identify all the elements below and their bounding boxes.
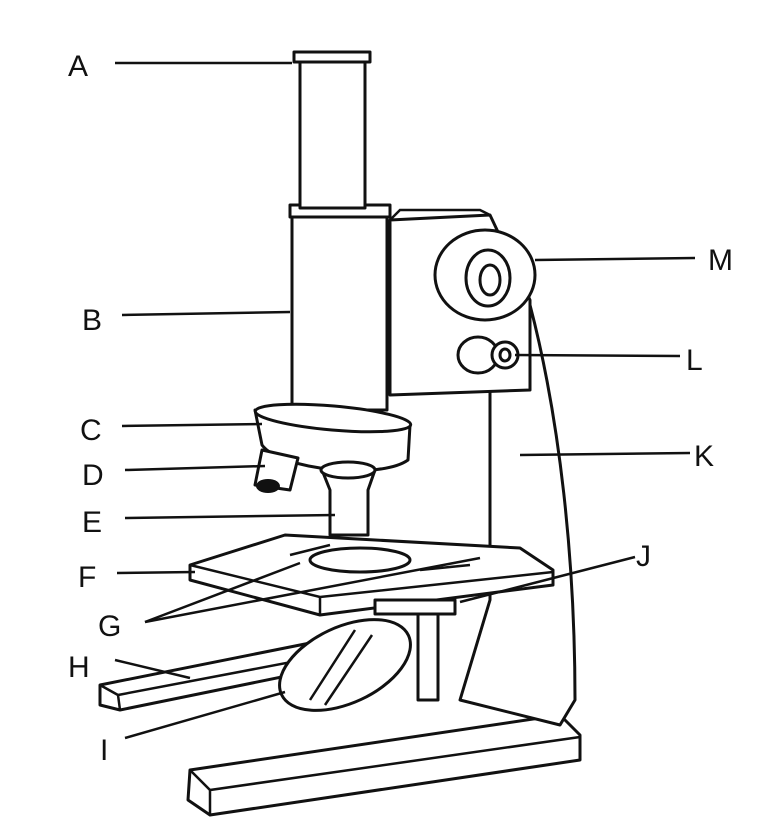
label-K: K bbox=[694, 440, 714, 473]
label-D: D bbox=[82, 459, 104, 492]
label-M: M bbox=[708, 244, 733, 277]
label-L: L bbox=[686, 344, 703, 377]
objective-lenses bbox=[253, 448, 377, 537]
fine-adjustment-knob bbox=[456, 335, 520, 375]
label-B: B bbox=[82, 304, 102, 337]
label-J: J bbox=[636, 540, 651, 573]
label-H: H bbox=[68, 651, 90, 684]
coarse-adjustment-knob bbox=[433, 228, 537, 322]
revolving-nosepiece bbox=[253, 402, 413, 473]
eyepiece bbox=[292, 50, 372, 210]
label-E: E bbox=[82, 506, 102, 539]
mirror bbox=[278, 603, 440, 712]
label-A: A bbox=[68, 50, 88, 83]
label-G: G bbox=[98, 610, 121, 643]
body-tube bbox=[288, 203, 392, 412]
label-C: C bbox=[80, 414, 102, 447]
label-I: I bbox=[100, 734, 108, 767]
label-F: F bbox=[78, 561, 96, 594]
leader-lines bbox=[114, 61, 696, 740]
